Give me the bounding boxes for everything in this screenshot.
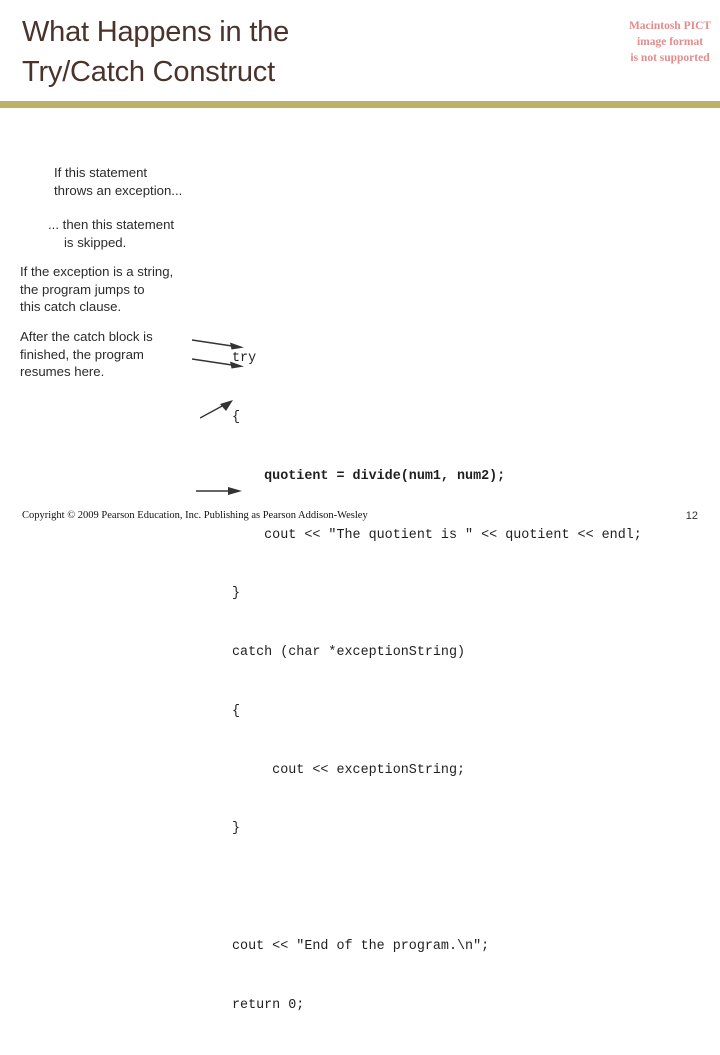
footer-copyright: Copyright © 2009 Pearson Education, Inc.… xyxy=(22,510,368,521)
annotation-line: If the exception is a string, xyxy=(20,264,174,279)
arrow-right-icon xyxy=(196,485,242,497)
code-block: try { quotient = divide(num1, num2); cou… xyxy=(232,310,642,1055)
annotation-line: ... then this statement xyxy=(48,217,175,232)
page-title: What Happens in the Try/Catch Construct xyxy=(22,12,442,92)
annotation-line: After the catch block is xyxy=(20,329,153,344)
arrow-up-right-icon xyxy=(200,398,234,420)
page-number: 12 xyxy=(685,510,698,522)
page-title-line-1: What Happens in the xyxy=(22,16,290,48)
code-line-catch-close-brace: } xyxy=(232,821,241,837)
arrow-right-icon xyxy=(192,338,244,352)
code-line-try: try xyxy=(232,351,257,367)
pict-placeholder-line-2: image format xyxy=(636,36,704,48)
code-line-try-open-brace: { xyxy=(232,409,241,425)
pict-placeholder-line-1: Macintosh PICT xyxy=(628,20,712,32)
arrow-right-icon xyxy=(192,357,244,371)
annotation-line: throws an exception... xyxy=(54,182,183,198)
annotation-line: If this statement xyxy=(54,165,148,180)
try-catch-figure: If this statement throws an exception...… xyxy=(0,150,720,1013)
annotation-line: resumes here. xyxy=(20,364,105,379)
annotation-jumps-to-catch: If the exception is a string, the progra… xyxy=(20,263,173,316)
catch-clause-line: catch (char *exceptionString) xyxy=(232,645,466,661)
code-line-blank xyxy=(232,878,642,898)
annotation-throws-exception: If this statement throws an exception... xyxy=(54,164,182,199)
code-line-try-close-brace: } xyxy=(232,586,241,602)
title-divider xyxy=(0,101,720,108)
annotation-resumes-here: After the catch block is finished, the p… xyxy=(20,328,153,381)
cout-end-of-program-line: cout << "End of the program.\n"; xyxy=(232,939,490,954)
cout-quotient-line: cout << "The quotient is " << quotient <… xyxy=(232,527,642,543)
annotation-line: finished, the program xyxy=(20,346,144,362)
annotation-line: the program jumps to xyxy=(20,281,145,297)
annotation-line: is skipped. xyxy=(64,234,127,250)
cout-exception-string-line: cout << exceptionString; xyxy=(232,762,466,778)
annotation-statement-skipped: ... then this statement is skipped. xyxy=(48,216,174,251)
code-line-catch-open-brace: { xyxy=(232,703,241,719)
quotient-assignment-line: quotient = divide(num1, num2); xyxy=(232,468,506,484)
pict-placeholder-line-3: is not supported xyxy=(630,52,710,64)
code-line-return: return 0; xyxy=(232,997,305,1013)
pict-image-placeholder: Macintosh PICT image format is not suppo… xyxy=(620,18,720,66)
annotation-line: this catch clause. xyxy=(20,299,122,314)
page-title-line-2: Try/Catch Construct xyxy=(22,56,275,88)
